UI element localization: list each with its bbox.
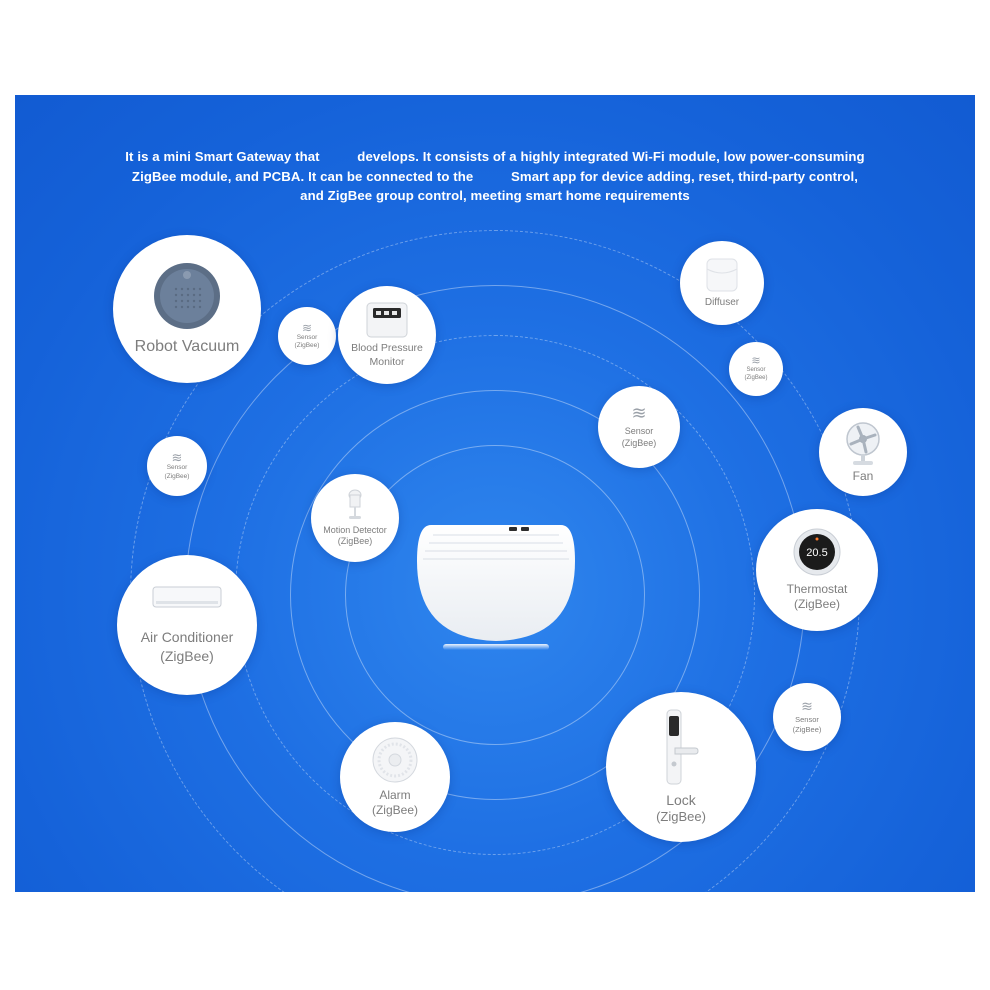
device-fan[interactable]: Fan (819, 408, 907, 496)
sensor-top-title: Sensor (296, 333, 318, 341)
alarm-title: Alarm (379, 787, 411, 802)
device-air-conditioner[interactable]: Air Conditioner (ZigBee) (117, 555, 257, 695)
motion-detector-sub: (ZigBee) (337, 535, 373, 546)
sensor-top-sub: (ZigBee) (294, 342, 320, 349)
device-blood-pressure-monitor[interactable]: Blood Pressure Monitor (338, 286, 436, 384)
device-motion-detector[interactable]: Motion Detector (ZigBee) (311, 474, 399, 562)
thermostat-icon: 20.5 (793, 528, 841, 576)
device-sensor-right-top[interactable]: ≋ Sensor (ZigBee) (729, 342, 783, 396)
device-sensor-center[interactable]: ≋ Sensor (ZigBee) (598, 386, 680, 468)
fan-icon (846, 421, 880, 465)
sensor-bottom-right-title: Sensor (795, 715, 819, 725)
sensor-left-sub: (ZigBee) (164, 472, 190, 480)
wave-icon: ≋ (301, 320, 313, 335)
device-sensor-left[interactable]: ≋ Sensor (ZigBee) (147, 436, 207, 496)
thermostat-title: Thermostat (786, 581, 848, 596)
thermostat-reading: 20.5 (806, 547, 827, 559)
intro-line-3: and ZigBee group control, meeting smart … (300, 188, 690, 203)
robot-vacuum-label: Robot Vacuum (134, 338, 240, 355)
device-alarm[interactable]: Alarm (ZigBee) (340, 722, 450, 832)
sensor-bottom-right-sub: (ZigBee) (792, 725, 822, 734)
smart-home-panel: It is a mini Smart Gateway that develops… (15, 95, 975, 892)
intro-text: It is a mini Smart Gateway that develops… (15, 147, 975, 206)
air-conditioner-title: Air Conditioner (140, 629, 234, 646)
intro-line-2: ZigBee module, and PCBA. It can be conne… (131, 168, 859, 184)
wave-icon: ≋ (631, 403, 647, 424)
fan-label: Fan (852, 468, 874, 483)
motion-detector-icon (348, 489, 362, 519)
sensor-right-top-sub: (ZigBee) (744, 374, 768, 381)
robot-vacuum-icon (154, 263, 220, 329)
diffuser-label: Diffuser (704, 296, 740, 308)
sensor-left-title: Sensor (166, 464, 188, 472)
lock-icon (666, 709, 699, 785)
blood-pressure-line1: Blood Pressure (351, 342, 423, 355)
sensor-center-sub: (ZigBee) (621, 438, 657, 448)
thermostat-sub: (ZigBee) (793, 596, 840, 611)
device-robot-vacuum[interactable]: Robot Vacuum (113, 235, 261, 383)
blood-pressure-line2: Monitor (369, 355, 405, 368)
air-conditioner-sub: (ZigBee) (160, 647, 214, 664)
wave-icon: ≋ (801, 698, 813, 715)
wave-icon: ≋ (171, 450, 183, 466)
intro-line-1: It is a mini Smart Gateway that develops… (125, 149, 865, 164)
wave-icon: ≋ (751, 354, 761, 367)
lock-title: Lock (666, 791, 696, 808)
air-conditioner-icon (152, 586, 222, 608)
device-thermostat[interactable]: 20.5 Thermostat (ZigBee) (756, 509, 878, 631)
blood-pressure-monitor-icon (366, 302, 408, 338)
gateway-hub-icon (417, 525, 575, 650)
device-sensor-top[interactable]: ≋ Sensor (ZigBee) (278, 307, 336, 365)
motion-detector-title: Motion Detector (323, 524, 387, 535)
device-diffuser[interactable]: Diffuser (680, 241, 764, 325)
device-lock[interactable]: Lock (ZigBee) (606, 692, 756, 842)
lock-sub: (ZigBee) (656, 809, 706, 825)
device-sensor-bottom-right[interactable]: ≋ Sensor (ZigBee) (773, 683, 841, 751)
alarm-icon (372, 737, 418, 783)
sensor-right-top-title: Sensor (746, 366, 766, 373)
sensor-center-title: Sensor (624, 426, 654, 437)
alarm-sub: (ZigBee) (371, 802, 418, 817)
diffuser-icon (706, 258, 738, 292)
